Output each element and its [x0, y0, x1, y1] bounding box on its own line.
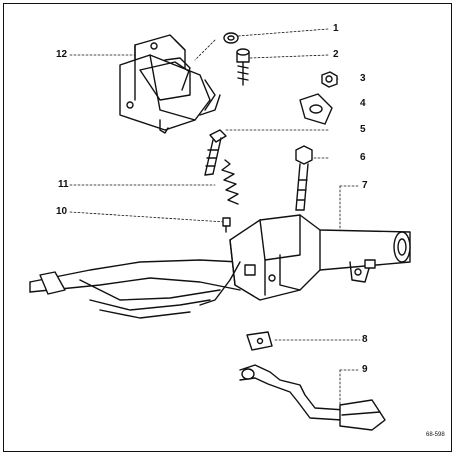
callout-6: 6	[360, 152, 366, 163]
part-12-upper-bracket	[119, 34, 221, 134]
callout-5: 5	[360, 124, 366, 135]
part-5-bolt	[204, 129, 227, 176]
part-1-washer	[223, 32, 239, 44]
part-10-small-screw	[222, 217, 231, 233]
callout-12: 12	[56, 49, 68, 60]
part-11-spring	[221, 159, 239, 205]
part-3-nut	[321, 71, 338, 88]
part-4-clamp-plate	[299, 93, 333, 125]
callout-9: 9	[362, 364, 368, 375]
callout-2: 2	[333, 49, 339, 60]
part-7-column-support	[29, 214, 411, 319]
part-6-long-bolt	[295, 145, 313, 211]
figure-reference: 68-598	[426, 432, 445, 438]
callout-1: 1	[333, 23, 339, 34]
part-2-screw	[236, 48, 250, 86]
callout-7: 7	[362, 180, 368, 191]
part-9-pedal-lever	[239, 364, 386, 431]
leader-lines	[69, 28, 361, 411]
callout-3: 3	[360, 73, 366, 84]
callout-10: 10	[56, 206, 68, 217]
callout-11: 11	[58, 179, 69, 190]
callout-8: 8	[362, 334, 368, 345]
figure-frame	[3, 3, 452, 452]
callout-4: 4	[360, 98, 366, 109]
part-8-small-plate	[246, 331, 273, 351]
